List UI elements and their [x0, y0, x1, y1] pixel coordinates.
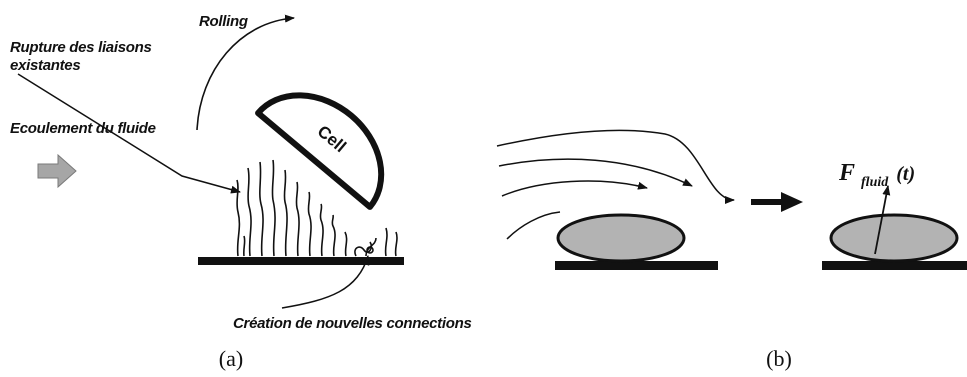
transition-arrow: [751, 192, 803, 212]
bond-line: [332, 215, 335, 256]
force-argument: (t): [896, 163, 915, 185]
panel-b: F fluid (t) (b): [497, 130, 967, 371]
bond-line: [345, 232, 347, 256]
bond-line: [244, 236, 245, 256]
streamline: [499, 159, 692, 186]
bond-line: [296, 182, 299, 256]
streamline: [497, 130, 734, 200]
cell-b-right: [831, 215, 957, 261]
flow-arrow: [38, 155, 76, 187]
bond-line: [308, 192, 311, 256]
flow-label: Ecoulement du fluide: [10, 120, 156, 137]
panel-a-label: (a): [219, 346, 243, 371]
bond-line: [396, 232, 397, 256]
new-connections: [355, 238, 376, 256]
bond-line: [248, 168, 251, 256]
creation-label: Création de nouvelles connections: [233, 315, 472, 332]
bond-line: [320, 204, 323, 256]
panel-a: Cell Rolling Rupture des liaisons exista…: [10, 13, 472, 371]
rolling-label: Rolling: [199, 13, 248, 30]
streamline: [502, 181, 647, 196]
rupture-label-line1: Rupture des liaisons: [10, 39, 152, 56]
bond-line: [260, 162, 263, 256]
force-symbol: F: [838, 160, 855, 186]
substrate-b-left: [555, 261, 718, 270]
cell-a: Cell: [258, 69, 407, 207]
bond-line: [386, 228, 387, 256]
substrate-a: [198, 257, 404, 265]
cell-b-left: [558, 215, 684, 261]
bond-line: [284, 170, 287, 256]
force-label: F fluid (t): [838, 160, 915, 190]
panel-b-label: (b): [766, 346, 792, 371]
bond-line: [272, 160, 275, 256]
streamline: [507, 212, 560, 239]
force-subscript: fluid: [861, 175, 889, 190]
rupture-label-line2: existantes: [10, 57, 80, 74]
